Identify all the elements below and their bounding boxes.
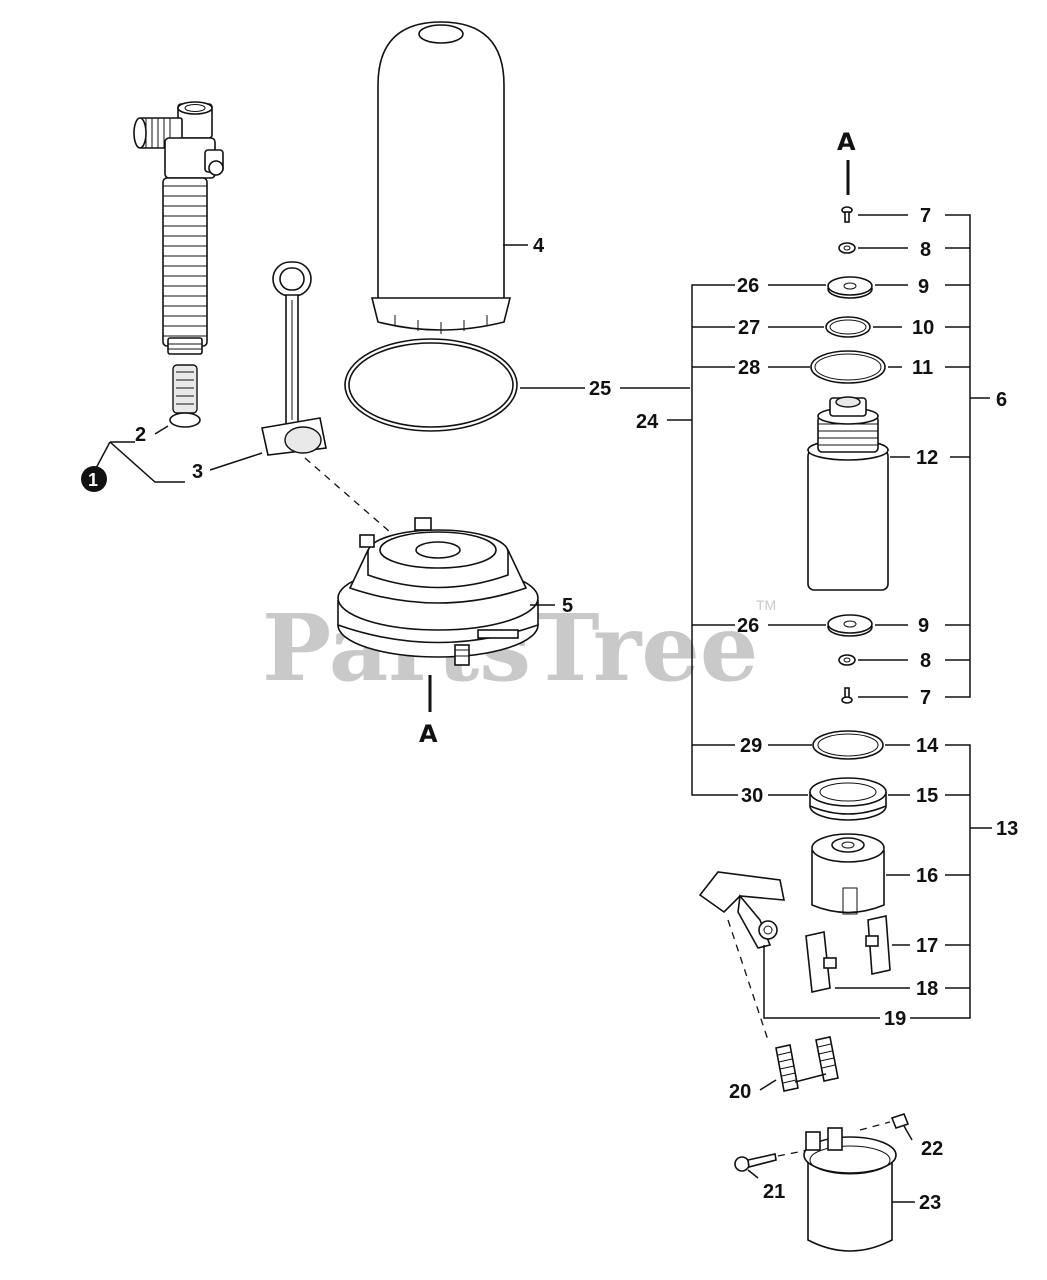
callout-8-bottom: 8 <box>920 650 931 672</box>
callout-9-top: 9 <box>918 276 929 298</box>
callout-17: 17 <box>916 935 938 957</box>
screw-bottom[interactable] <box>841 687 853 704</box>
screen-filter[interactable] <box>169 364 201 428</box>
filter-base[interactable] <box>337 517 539 666</box>
callout-15: 15 <box>916 785 938 807</box>
washer-top[interactable] <box>838 242 856 254</box>
seal-15[interactable] <box>809 777 887 821</box>
callout-16: 16 <box>916 865 938 887</box>
callout-29: 29 <box>740 735 762 757</box>
callout-26-bottom: 26 <box>737 615 759 637</box>
callout-27: 27 <box>738 317 760 339</box>
callout-21: 21 <box>763 1181 785 1203</box>
callout-3: 3 <box>192 461 203 483</box>
callout-25: 25 <box>589 378 611 400</box>
small-o-ring[interactable] <box>825 316 871 338</box>
bolt-left[interactable] <box>775 1044 799 1092</box>
bolt-right[interactable] <box>815 1036 839 1082</box>
disc-bottom[interactable] <box>827 614 873 637</box>
callout-1: 1 <box>88 470 98 490</box>
clip-18[interactable] <box>805 931 837 993</box>
washer-bottom[interactable] <box>838 654 856 666</box>
callout-6: 6 <box>996 389 1007 411</box>
callout-5: 5 <box>562 595 573 617</box>
callout-26-top: 26 <box>737 275 759 297</box>
clip-17[interactable] <box>865 915 891 975</box>
callout-11: 11 <box>912 357 933 379</box>
valve-housing[interactable] <box>811 833 885 915</box>
disc-top[interactable] <box>827 276 873 299</box>
callout-4: 4 <box>533 235 545 257</box>
callout-7-bottom: 7 <box>920 687 931 709</box>
screw-21[interactable] <box>734 1153 777 1172</box>
medium-o-ring[interactable] <box>810 350 886 384</box>
o-ring-14[interactable] <box>812 730 884 760</box>
callout-23: 23 <box>919 1192 941 1214</box>
clamp-23[interactable] <box>803 1127 897 1252</box>
section-marker-bottom: A <box>419 720 438 748</box>
watermark-trademark: TM <box>756 597 776 613</box>
callout-13: 13 <box>996 818 1018 840</box>
lever-handle[interactable] <box>698 871 785 949</box>
screw-top[interactable] <box>841 206 853 223</box>
callout-20: 20 <box>729 1081 751 1103</box>
large-o-ring[interactable] <box>344 338 518 432</box>
callout-18: 18 <box>916 978 938 1000</box>
valve-assembly[interactable] <box>133 101 224 355</box>
callout-9-bottom: 9 <box>918 615 929 637</box>
callout-12: 12 <box>916 447 938 469</box>
nut-22[interactable] <box>890 1113 910 1129</box>
dome-canister[interactable] <box>370 21 512 334</box>
callout-14: 14 <box>916 735 939 757</box>
section-marker-top: A <box>837 128 856 156</box>
filter-cartridge[interactable] <box>807 396 889 591</box>
callout-8-top: 8 <box>920 239 931 261</box>
callout-2: 2 <box>135 424 146 446</box>
assembly-marker-circle <box>81 466 107 492</box>
callout-24: 24 <box>636 411 659 433</box>
callout-10: 10 <box>912 317 934 339</box>
callout-30: 30 <box>741 785 763 807</box>
callout-22: 22 <box>921 1138 943 1160</box>
callout-19: 19 <box>884 1008 906 1030</box>
callout-7-top: 7 <box>920 205 931 227</box>
callout-28: 28 <box>738 357 760 379</box>
wrench-tool[interactable] <box>261 261 327 456</box>
